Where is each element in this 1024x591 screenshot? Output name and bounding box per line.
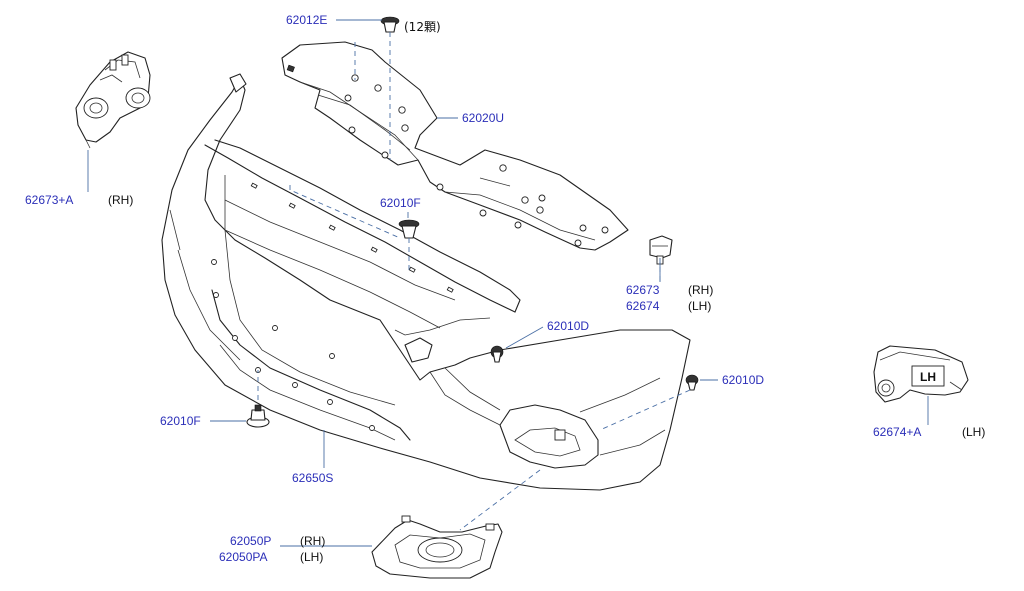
screw-62010D-mid xyxy=(490,345,504,363)
label-62010D-mid: 62010D xyxy=(547,319,589,333)
bumper-clip-bracket-62673 xyxy=(649,235,673,265)
part-labels: 62012E (12顆) 62020U 62673+A (RH) 62010F … xyxy=(25,13,985,564)
label-rh-62673A: (RH) xyxy=(108,193,133,207)
label-62674: 62674 xyxy=(626,299,660,313)
label-62010D-right: 62010D xyxy=(722,373,764,387)
label-62020U: 62020U xyxy=(462,111,504,125)
clip-62012E xyxy=(380,16,400,33)
label-62010F-left: 62010F xyxy=(160,414,201,428)
label-rh-62050P: (RH) xyxy=(300,534,325,548)
label-lh-62674A: (LH) xyxy=(962,425,985,439)
leader-lines xyxy=(87,19,929,547)
label-62650S: 62650S xyxy=(292,471,333,485)
bracket-lh-mark: LH xyxy=(920,370,936,384)
bumper-bracket-62673A-rh xyxy=(75,51,151,149)
screw-62010D-right xyxy=(685,374,699,391)
label-62010F-top: 62010F xyxy=(380,196,421,210)
label-62050P: 62050P xyxy=(230,534,271,548)
label-62012E: 62012E xyxy=(286,13,327,27)
label-62050PA: 62050PA xyxy=(219,550,268,564)
label-62673: 62673 xyxy=(626,283,660,297)
fog-lamp-bezel-62050P xyxy=(371,515,503,579)
label-62673A: 62673+A xyxy=(25,193,73,207)
clip-62010F-left xyxy=(246,404,270,428)
bumper-bracket-62674A-lh: LH xyxy=(873,345,969,403)
label-rh-62673: (RH) xyxy=(688,283,713,297)
label-62674A: 62674+A xyxy=(873,425,921,439)
front-bumper-fascia-62650S xyxy=(161,73,691,491)
label-lh-62674: (LH) xyxy=(688,299,711,313)
label-quantity-12: (12顆) xyxy=(404,20,441,34)
radiator-cover-62020U xyxy=(281,41,629,251)
label-lh-62050PA: (LH) xyxy=(300,550,323,564)
clip-62010F-top xyxy=(398,219,420,239)
